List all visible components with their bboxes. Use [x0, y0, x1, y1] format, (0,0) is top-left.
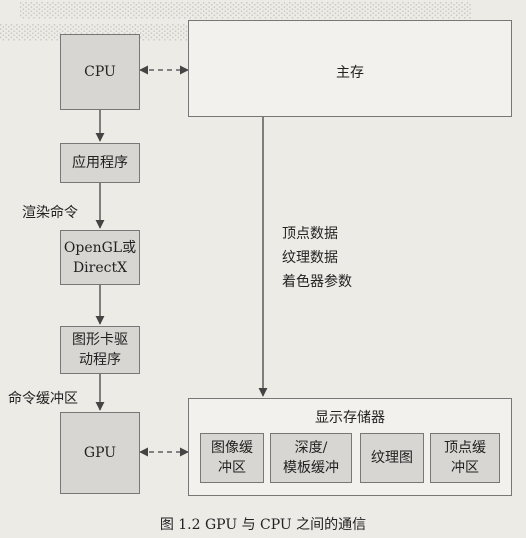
image-buffer-label-line1: 图像缓 [211, 440, 253, 456]
vertex-buffer-label-line2: 冲区 [451, 460, 479, 476]
image-buffer-label-line2: 冲区 [218, 460, 246, 476]
figure-caption: 图 1.2 GPU 与 CPU 之间的通信 [159, 517, 367, 533]
main-memory-box: 主存 [188, 20, 512, 117]
api-label-line1: OpenGL或 [63, 239, 137, 256]
display-memory-label: 显示存储器 [315, 410, 385, 426]
texture-map-label: 纹理图 [371, 450, 413, 466]
application-label: 应用程序 [72, 155, 128, 171]
vertex-buffer-box: 顶点缓 冲区 [430, 433, 500, 483]
application-box: 应用程序 [60, 143, 140, 183]
depth-stencil-box: 深度/ 模板缓冲 [270, 433, 352, 483]
gpu-label: GPU [83, 445, 117, 461]
depth-stencil-label-line1: 深度/ [294, 440, 328, 456]
shader-params-label: 着色器参数 [282, 274, 352, 290]
texture-map-box: 纹理图 [360, 433, 424, 483]
driver-box: 图形卡驱 动程序 [60, 326, 140, 374]
image-buffer-box: 图像缓 冲区 [200, 433, 264, 483]
driver-label-line1: 图形卡驱 [72, 332, 128, 348]
command-buffer-label: 命令缓冲区 [8, 391, 78, 407]
cpu-label: CPU [84, 64, 116, 80]
texture-data-label: 纹理数据 [282, 250, 338, 266]
vertex-buffer-label-line1: 顶点缓 [444, 440, 486, 456]
driver-label-line2: 动程序 [79, 352, 121, 368]
depth-stencil-label-line2: 模板缓冲 [283, 460, 339, 476]
vertex-data-label: 顶点数据 [282, 226, 338, 242]
main-memory-label: 主存 [336, 65, 364, 81]
cpu-box: CPU [60, 34, 140, 110]
transfer-labels: 顶点数据 纹理数据 着色器参数 [282, 222, 352, 294]
gpu-box: GPU [60, 412, 140, 494]
render-commands-label: 渲染命令 [22, 205, 78, 221]
api-box: OpenGL或 DirectX [60, 230, 140, 285]
api-label-line2: DirectX [72, 259, 128, 276]
